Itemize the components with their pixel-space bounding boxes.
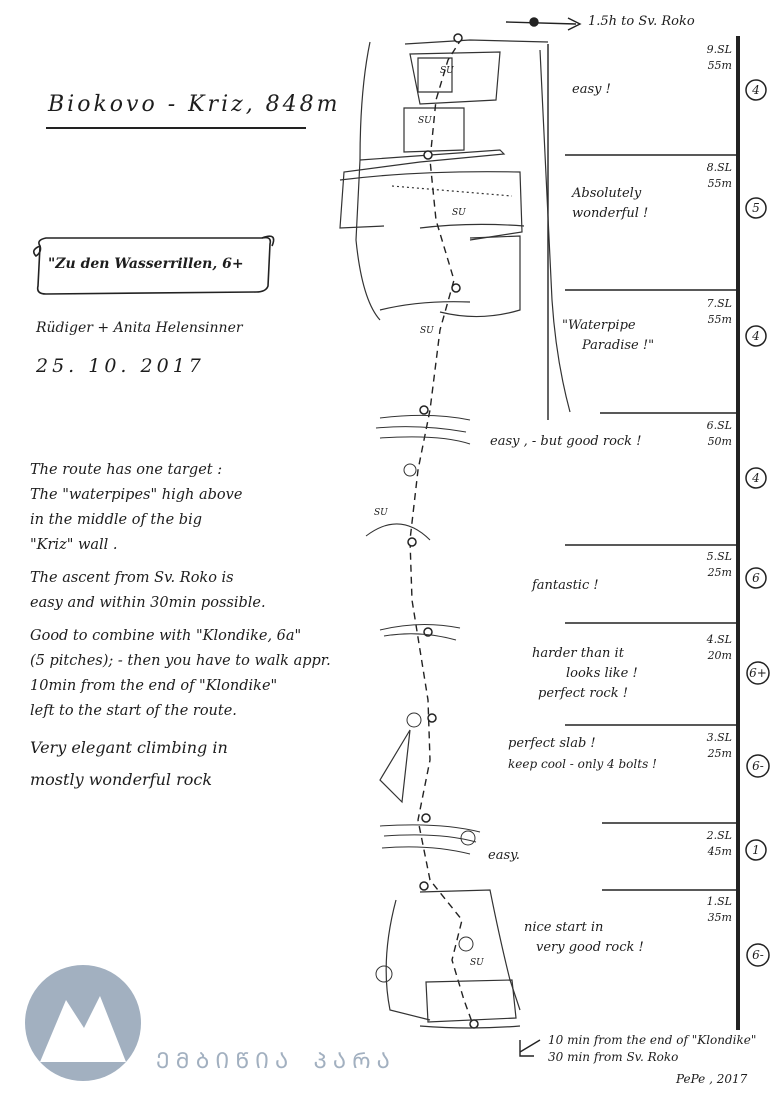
route-name: "Zu den Wasserrillen, 6+ — [48, 256, 244, 272]
pitch-4-grade: 6+ — [749, 666, 767, 680]
ledges-and-bushes — [365, 414, 481, 983]
pitch-7-grade: 4 — [752, 329, 760, 343]
date: 25. 10. 2017 — [36, 355, 205, 377]
bottom-arrow — [519, 1039, 541, 1057]
route-name-banner — [32, 235, 275, 295]
pitch-8-grade: 5 — [752, 201, 760, 215]
mountain-logo — [25, 965, 141, 1081]
description-line: The ascent from Sv. Roko is — [30, 570, 234, 586]
description-line: mostly wonderful rock — [30, 770, 213, 789]
description-line: The route has one target : — [30, 462, 223, 478]
upper-rock-formation — [339, 39, 571, 413]
description-line: Good to combine with "Klondike, 6a" — [30, 628, 302, 644]
description-line: Very elegant climbing in — [30, 738, 228, 757]
pitch-3-grade: 6- — [752, 759, 764, 773]
anchor-label: SU — [420, 326, 434, 336]
pitch-1-grade: 6- — [752, 948, 764, 962]
anchor-label: SU — [452, 208, 466, 218]
pitch-2-comment: easy. — [488, 848, 520, 863]
grade-circles — [745, 79, 770, 967]
belay-anchors — [407, 33, 479, 1029]
route-line — [409, 37, 473, 1023]
page-title: Biokovo - Kriz, 848m — [48, 92, 341, 117]
description-line: easy and within 30min possible. — [30, 595, 266, 611]
approach-note: 10 min from the end of "Klondike"30 min … — [548, 1033, 757, 1064]
pitch-grid — [547, 36, 740, 1030]
signature: PePe , 2017 — [676, 1072, 748, 1086]
title-underline — [46, 127, 306, 129]
pitch-9-comment: easy ! — [572, 82, 611, 97]
pitch-3-comment: perfect slab !keep cool - only 4 bolts ! — [508, 736, 657, 771]
description-line: in the middle of the big — [30, 512, 202, 528]
route-description: The route has one target : The "waterpip… — [30, 458, 360, 796]
lower-rock-formation — [379, 729, 521, 1029]
pitch-9-grade: 4 — [752, 83, 760, 97]
pitch-6-comment: easy , - but good rock ! — [490, 434, 642, 449]
description-line: 10min from the end of "Klondike" — [30, 678, 278, 694]
watermark-text: ᲔᲛᲑᲘᲬᲘᲐ ᲞᲐᲠᲐ — [156, 1049, 396, 1074]
pitch-5-grade: 6 — [752, 571, 760, 585]
anchor-label: SU — [440, 66, 454, 76]
description-line: (5 pitches); - then you have to walk app… — [30, 653, 331, 669]
pitch-2-grade: 1 — [752, 843, 760, 857]
description-line: left to the start of the route. — [30, 703, 237, 719]
pitch-5-comment: fantastic ! — [532, 578, 599, 593]
authors: Rüdiger + Anita Helensinner — [36, 320, 243, 336]
anchor-label: SU — [418, 116, 432, 126]
top-arrow — [505, 17, 582, 31]
pitch-6-grade: 4 — [752, 471, 760, 485]
anchor-label: SU — [470, 958, 484, 968]
description-line: The "waterpipes" high above — [30, 487, 243, 503]
description-line: "Kriz" wall . — [30, 537, 118, 553]
anchor-label: SU — [374, 508, 388, 518]
top-note: 1.5h to Sv. Roko — [588, 14, 695, 29]
